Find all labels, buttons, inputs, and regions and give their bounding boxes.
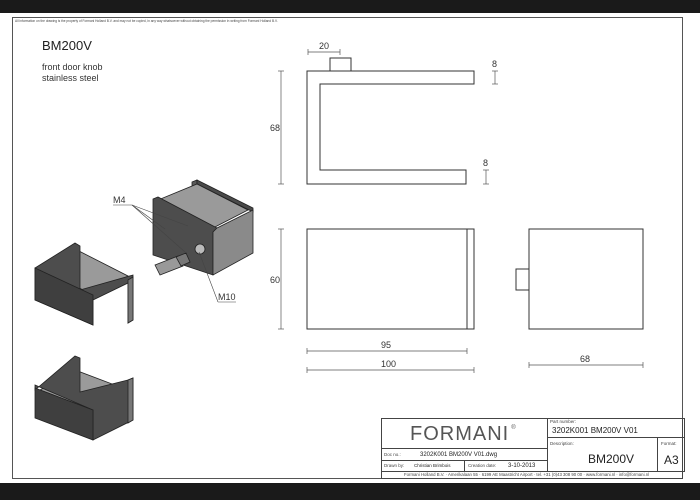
dim-thickness-top: 8 <box>492 59 497 69</box>
drawn-by-value: Christian Brimbois <box>414 463 451 468</box>
formani-logo: FORMANI <box>410 423 510 445</box>
dimension-lines <box>278 49 644 373</box>
dim-height-front: 60 <box>270 275 280 285</box>
part-number-value: 3202K001 BM200V V01 <box>552 426 638 435</box>
top-view-profile <box>306 70 475 185</box>
format-cell: Format: A3 <box>657 437 685 472</box>
title-block: FORMANI ® Part number: 3202K001 BM200V V… <box>381 418 685 479</box>
copyright-notice: All information on the drawing is the pr… <box>15 19 278 23</box>
format-value: A3 <box>664 453 679 467</box>
isometric-u-bracket-lower <box>34 355 134 441</box>
callout-m4: M4 <box>113 195 126 205</box>
logo-cell: FORMANI ® <box>381 418 548 449</box>
top-view-knob <box>329 57 352 72</box>
drawing-frame <box>12 17 683 479</box>
creation-date-cell: Creation date: 3-10-2013 <box>464 460 548 472</box>
isometric-box <box>152 179 254 276</box>
dim-knob-width: 20 <box>319 41 329 51</box>
format-label: Format: <box>661 441 677 446</box>
doc-no-label: Doc no.: <box>384 452 401 457</box>
front-view <box>306 228 475 330</box>
dim-height-top: 68 <box>270 123 280 133</box>
drawing-title: BM200V <box>42 38 92 53</box>
description-label: Description: <box>550 441 574 446</box>
bottom-black-band <box>0 483 700 500</box>
isometric-u-bracket <box>34 242 134 326</box>
creation-date-label: Creation date: <box>468 463 497 468</box>
drawn-by-label: Drawn by: <box>384 463 405 468</box>
dim-depth: 68 <box>580 354 590 364</box>
dim-thickness-bottom: 8 <box>483 158 488 168</box>
logo-group: FORMANI ® <box>410 424 516 444</box>
description-cell: Description: BM200V <box>547 437 658 472</box>
company-address: Formani Holland B.V. · Amerikalaan 55 · … <box>404 472 650 477</box>
top-black-band <box>0 0 700 13</box>
side-view-knob <box>515 268 530 291</box>
part-number-cell: Part number: 3202K001 BM200V V01 <box>547 418 685 438</box>
description-value: BM200V <box>588 452 635 466</box>
subtitle-line-1: front door knob <box>42 62 103 72</box>
subtitle-line-2: stainless steel <box>42 73 99 83</box>
drawn-by-cell: Drawn by: Christian Brimbois <box>381 460 465 472</box>
dim-length: 100 <box>381 359 396 369</box>
creation-date-value: 3-10-2013 <box>508 463 536 469</box>
callout-m10: M10 <box>218 292 236 302</box>
doc-no-value: 3202K001 BM200V V01.dwg <box>420 452 498 458</box>
registered-mark: ® <box>511 425 516 431</box>
part-number-label: Part number: <box>550 419 577 424</box>
side-view <box>528 228 644 330</box>
dim-inner-length: 95 <box>381 340 391 350</box>
callout-leaders <box>113 204 236 303</box>
